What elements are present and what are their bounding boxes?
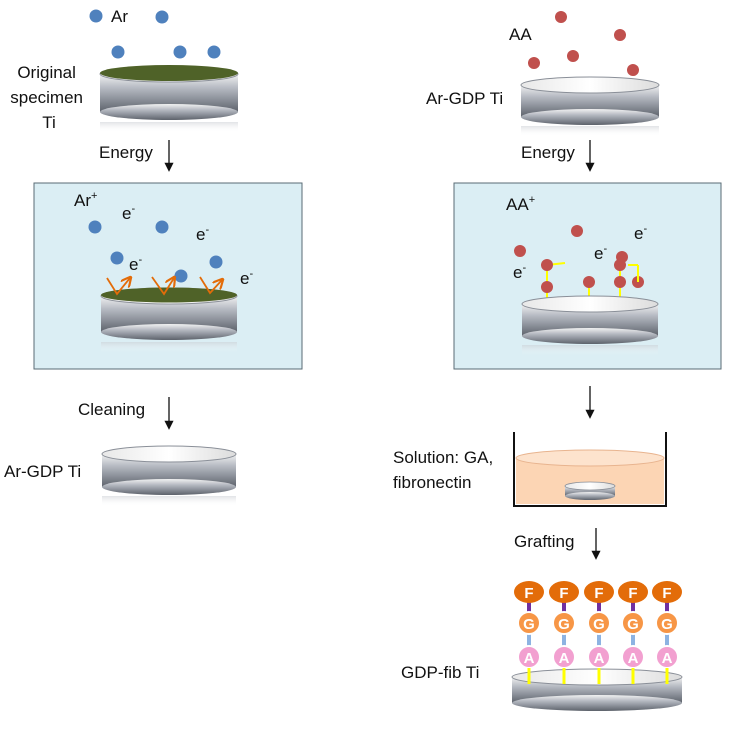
electron-label: e- bbox=[122, 203, 135, 223]
glutaraldehyde-marker bbox=[552, 611, 576, 635]
glutaraldehyde-marker bbox=[587, 611, 611, 635]
titanium-disk-ar-gdp bbox=[520, 76, 660, 136]
titanium-disk-in-solution bbox=[564, 481, 616, 500]
grafted-chain: FGA bbox=[584, 581, 614, 669]
grafting-label: Grafting bbox=[514, 532, 574, 551]
glutaraldehyde-marker bbox=[517, 611, 541, 635]
right-panel: AA Ar-GDP Ti Energy AA+ e- e- e- bbox=[393, 11, 722, 711]
acrylic-acid-letter: A bbox=[594, 650, 605, 667]
fibronectin-letter: F bbox=[628, 585, 637, 602]
glutaraldehyde-letter: G bbox=[593, 616, 605, 633]
grafted-chain: FGA bbox=[549, 581, 579, 669]
fibronectin-marker bbox=[618, 581, 648, 603]
argon-atom bbox=[89, 9, 103, 23]
energy-label: Energy bbox=[99, 143, 153, 162]
fibronectin-marker bbox=[514, 581, 544, 603]
fibronectin-marker bbox=[584, 581, 614, 603]
argon-ion bbox=[155, 220, 169, 234]
argon-atom bbox=[155, 10, 169, 24]
ar-label: Ar bbox=[111, 7, 128, 26]
ar-ion-label: Ar+ bbox=[74, 190, 97, 210]
titanium-disk-plasma bbox=[100, 287, 238, 352]
solution-beaker bbox=[513, 432, 667, 507]
electron-label: e- bbox=[240, 268, 253, 288]
acrylic-acid-molecule bbox=[555, 11, 567, 23]
grafted-chain: FGA bbox=[652, 581, 682, 669]
ar-gdp-ti-label: Ar-GDP Ti bbox=[4, 462, 81, 481]
titanium-disk-original bbox=[99, 65, 239, 132]
acrylic-acid-molecule bbox=[567, 50, 579, 62]
solution-label: Solution: GA, fibronectin bbox=[393, 448, 498, 492]
grafted-acrylic-acid bbox=[541, 259, 639, 303]
electron-label: e- bbox=[594, 243, 607, 263]
sputter-arrows bbox=[106, 277, 222, 296]
plasma-chamber-box bbox=[33, 182, 303, 370]
acrylic-acid-molecule bbox=[627, 64, 639, 76]
contamination-layer bbox=[100, 65, 238, 81]
glutaraldehyde-marker bbox=[655, 611, 679, 635]
acrylic-acid-molecule bbox=[528, 57, 540, 69]
acrylic-acid-letter: A bbox=[628, 650, 639, 667]
argon-ion bbox=[88, 220, 102, 234]
acrylic-acid-letter: A bbox=[662, 650, 673, 667]
fibronectin-letter: F bbox=[594, 585, 603, 602]
glutaraldehyde-letter: G bbox=[627, 616, 639, 633]
original-specimen-label: Original specimen Ti bbox=[10, 63, 88, 132]
grafted-chain: FGA bbox=[514, 581, 544, 669]
acrylic-acid-ion bbox=[571, 225, 583, 237]
acrylic-acid-ion bbox=[514, 245, 526, 257]
acrylic-acid-letter: A bbox=[559, 650, 570, 667]
fibronectin-letter: F bbox=[524, 585, 533, 602]
electron-label: e- bbox=[513, 262, 526, 282]
acrylic-acid-letter: A bbox=[524, 650, 535, 667]
glutaraldehyde-letter: G bbox=[661, 616, 673, 633]
aa-label: AA bbox=[509, 25, 532, 44]
titanium-disk-clean bbox=[101, 445, 237, 506]
electron-label: e- bbox=[129, 254, 142, 274]
glutaraldehyde-letter: G bbox=[558, 616, 570, 633]
fibronectin-letter: F bbox=[662, 585, 671, 602]
argon-ion bbox=[209, 255, 223, 269]
aa-ion-label: AA+ bbox=[506, 194, 535, 214]
energy-label: Energy bbox=[521, 143, 575, 162]
electron-label: e- bbox=[634, 223, 647, 243]
titanium-disk-final bbox=[511, 668, 683, 711]
argon-ion bbox=[110, 251, 124, 265]
titanium-disk-aa-plasma bbox=[521, 295, 659, 355]
glutaraldehyde-marker bbox=[621, 611, 645, 635]
grafted-chain: FGA bbox=[618, 581, 648, 669]
argon-ion bbox=[174, 269, 188, 283]
left-panel: Ar Original specimen Ti Energy Ar+ e- e-… bbox=[4, 7, 303, 506]
acrylic-acid-molecule bbox=[614, 29, 626, 41]
electron-label: e- bbox=[196, 224, 209, 244]
fibronectin-marker bbox=[549, 581, 579, 603]
glutaraldehyde-letter: G bbox=[523, 616, 535, 633]
gdp-fib-ti-label: GDP-fib Ti bbox=[401, 663, 479, 682]
ar-gdp-ti-label: Ar-GDP Ti bbox=[426, 89, 503, 108]
fibronectin-letter: F bbox=[559, 585, 568, 602]
argon-atom bbox=[207, 45, 221, 59]
contamination-layer bbox=[101, 287, 237, 303]
argon-atom bbox=[111, 45, 125, 59]
cleaning-label: Cleaning bbox=[78, 400, 145, 419]
fibronectin-marker bbox=[652, 581, 682, 603]
argon-atom bbox=[173, 45, 187, 59]
chain-anchors bbox=[527, 668, 669, 684]
